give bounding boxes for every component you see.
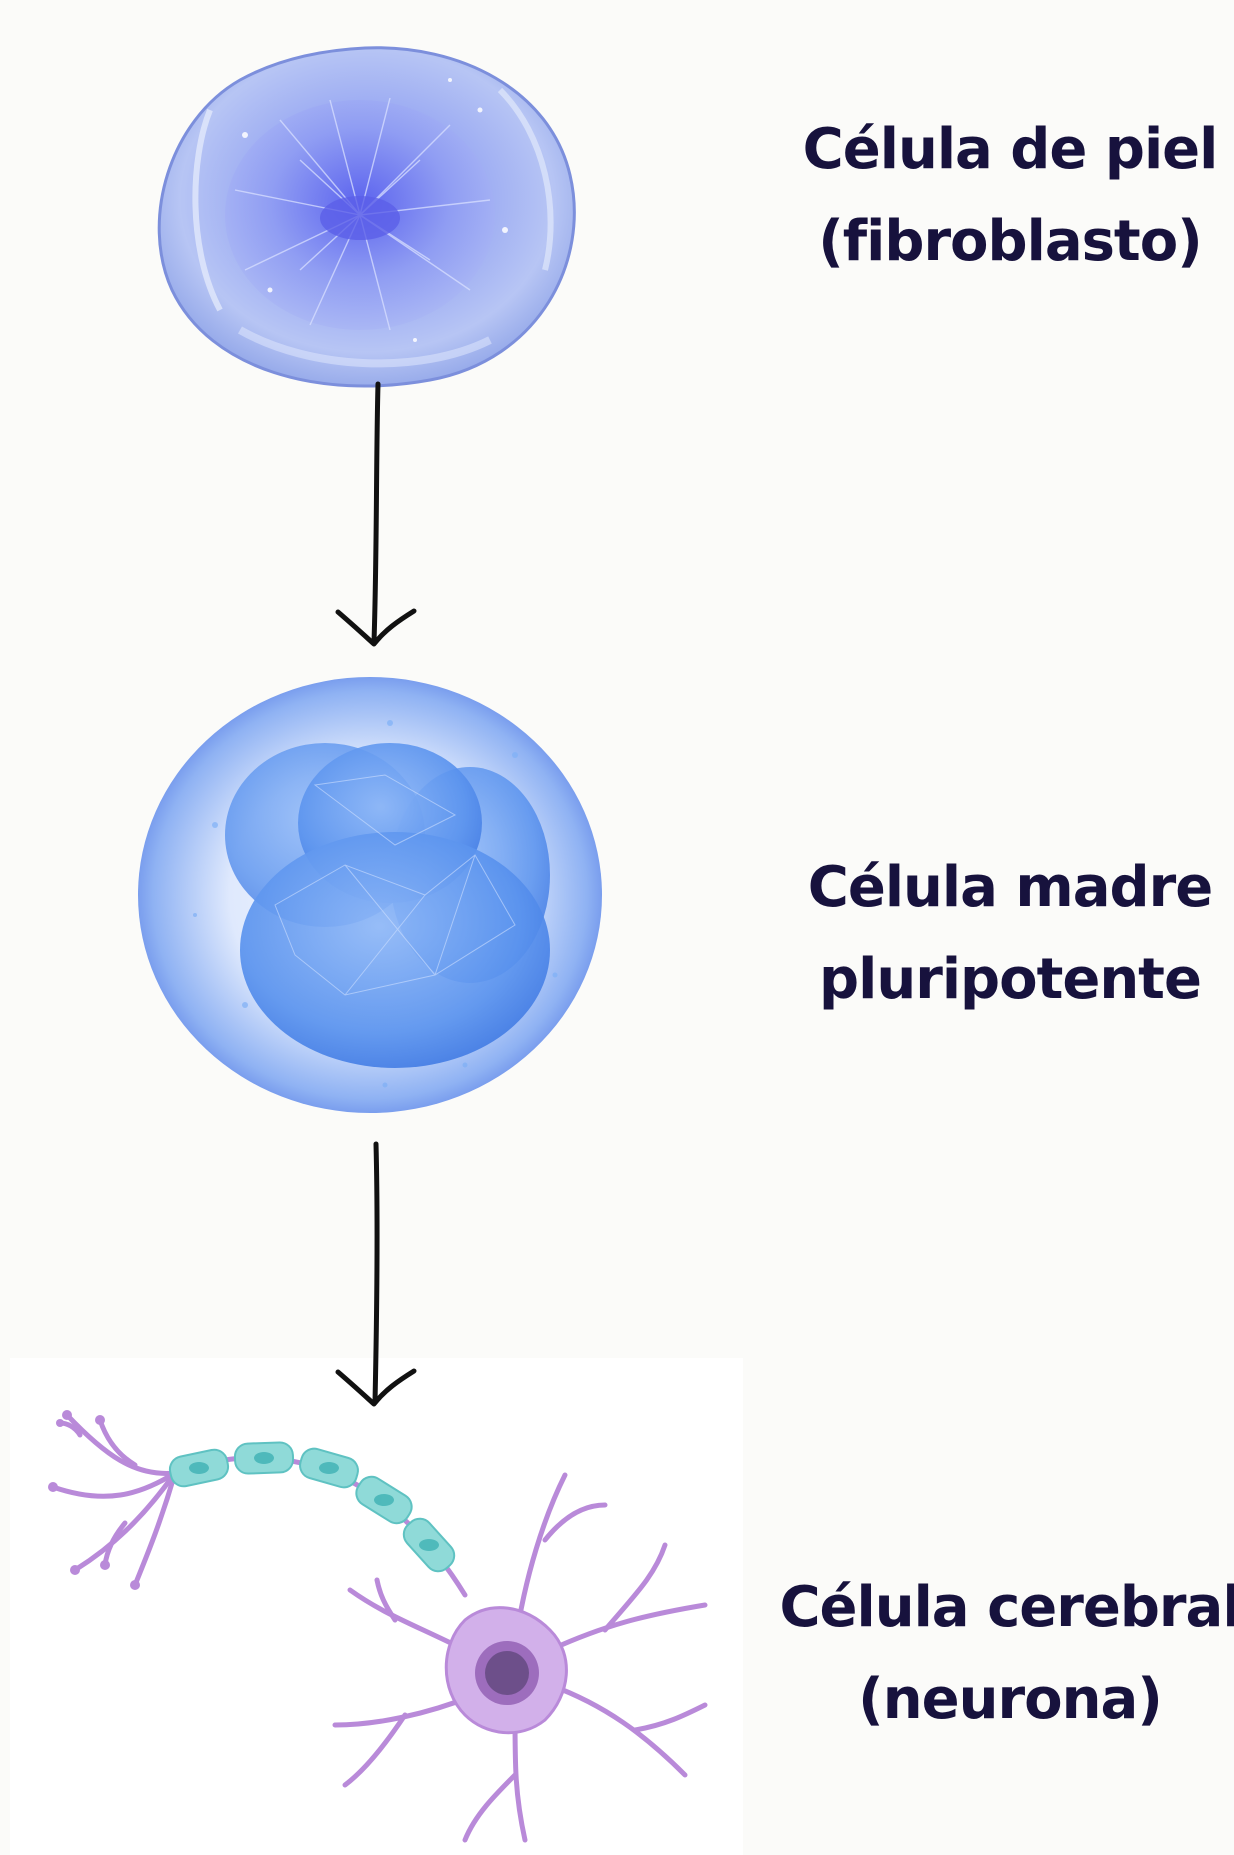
neuron-icon bbox=[45, 1395, 745, 1845]
arrow-2-icon bbox=[330, 1140, 420, 1415]
neuron-label: Célula cerebral (neurona) bbox=[770, 1562, 1234, 1746]
skin-cell-label-line-1: Célula de piel bbox=[770, 104, 1234, 196]
skin-cell-icon bbox=[150, 40, 590, 390]
skin-cell-label-line-2: (fibroblasto) bbox=[770, 196, 1234, 288]
neuron-label-line-2: (neurona) bbox=[770, 1654, 1234, 1746]
skin-cell-label: Célula de piel (fibroblasto) bbox=[770, 104, 1234, 288]
stem-cell-label-line-1: Célula madre bbox=[770, 842, 1234, 934]
neuron-label-line-1: Célula cerebral bbox=[770, 1562, 1234, 1654]
arrow-1-icon bbox=[330, 380, 420, 655]
stem-cell-label: Célula madre pluripotente bbox=[770, 842, 1234, 1026]
stem-cell-label-line-2: pluripotente bbox=[770, 934, 1234, 1026]
stem-cell-icon bbox=[135, 675, 605, 1115]
